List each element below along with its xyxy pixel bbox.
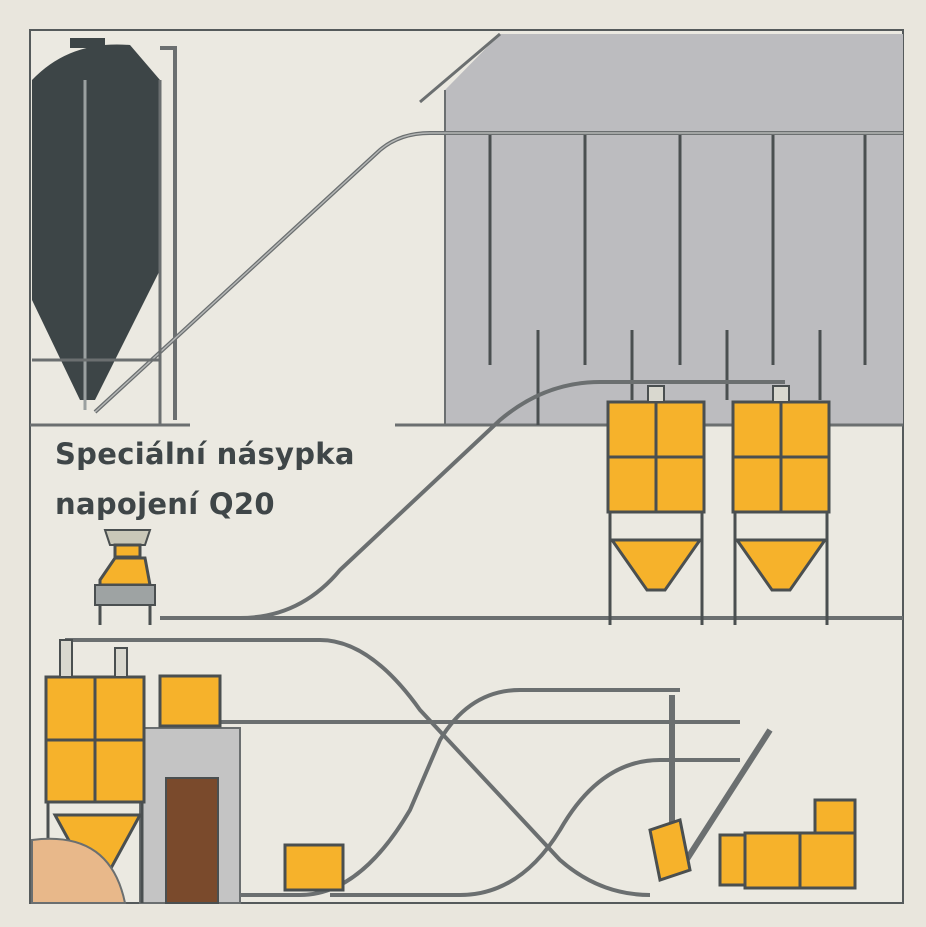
yellow-bins-right <box>606 385 831 625</box>
feed-silo <box>30 38 190 427</box>
hopper-label-line1: Speciální násypka <box>55 437 355 471</box>
lower-right-equipment <box>648 695 857 890</box>
door <box>165 777 219 904</box>
special-hopper-q20 <box>94 529 156 625</box>
yellow-bin <box>606 385 706 625</box>
barn-building <box>395 32 903 427</box>
lower-left-equipment <box>31 639 345 904</box>
hopper-label-line2: napojení Q20 <box>55 487 275 521</box>
yellow-bin <box>731 385 831 625</box>
conveyor-pipes <box>65 46 903 897</box>
